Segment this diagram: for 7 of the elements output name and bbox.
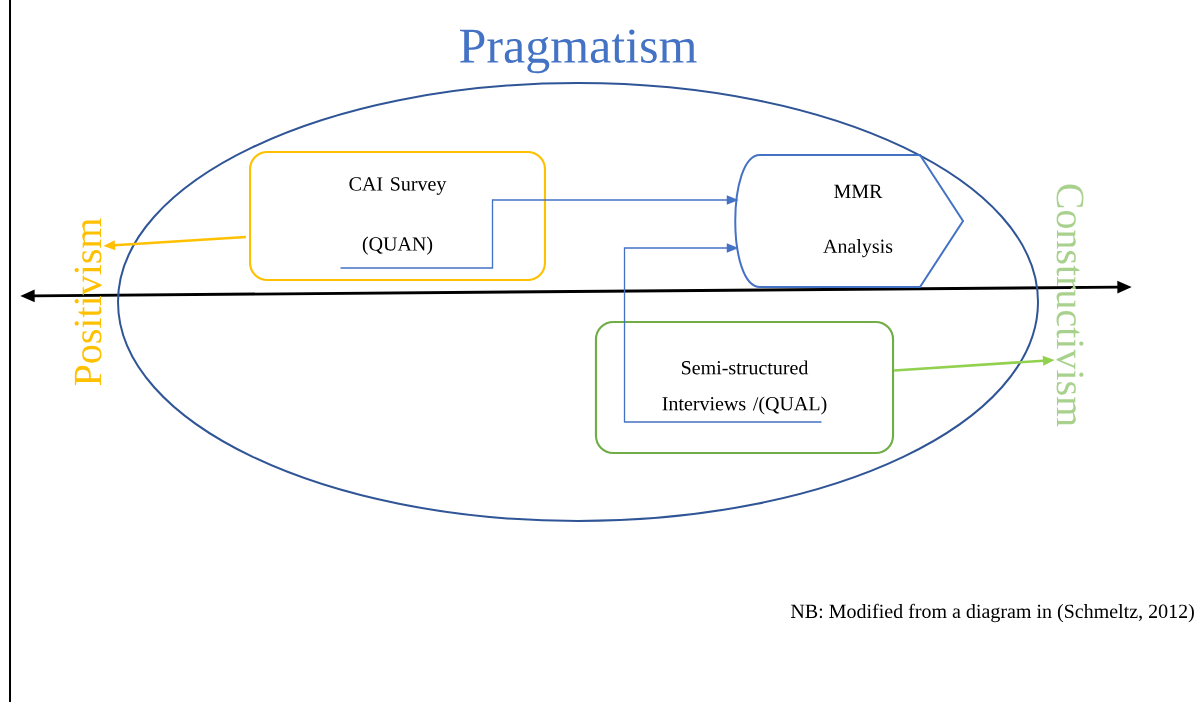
axis-label: Positivism <box>74 218 102 386</box>
node-label: Pragmatism <box>460 29 697 74</box>
process-box: Semi-structured Interviews /(QUAL) <box>594 320 895 455</box>
axis-label: Constructivism <box>1056 184 1084 427</box>
note: NB: Modified from a diagram in (Schmeltz, 2012) <box>790 603 1194 623</box>
arrow <box>623 243 823 423</box>
process-box: CAI Survey (QUAN) <box>248 150 547 282</box>
